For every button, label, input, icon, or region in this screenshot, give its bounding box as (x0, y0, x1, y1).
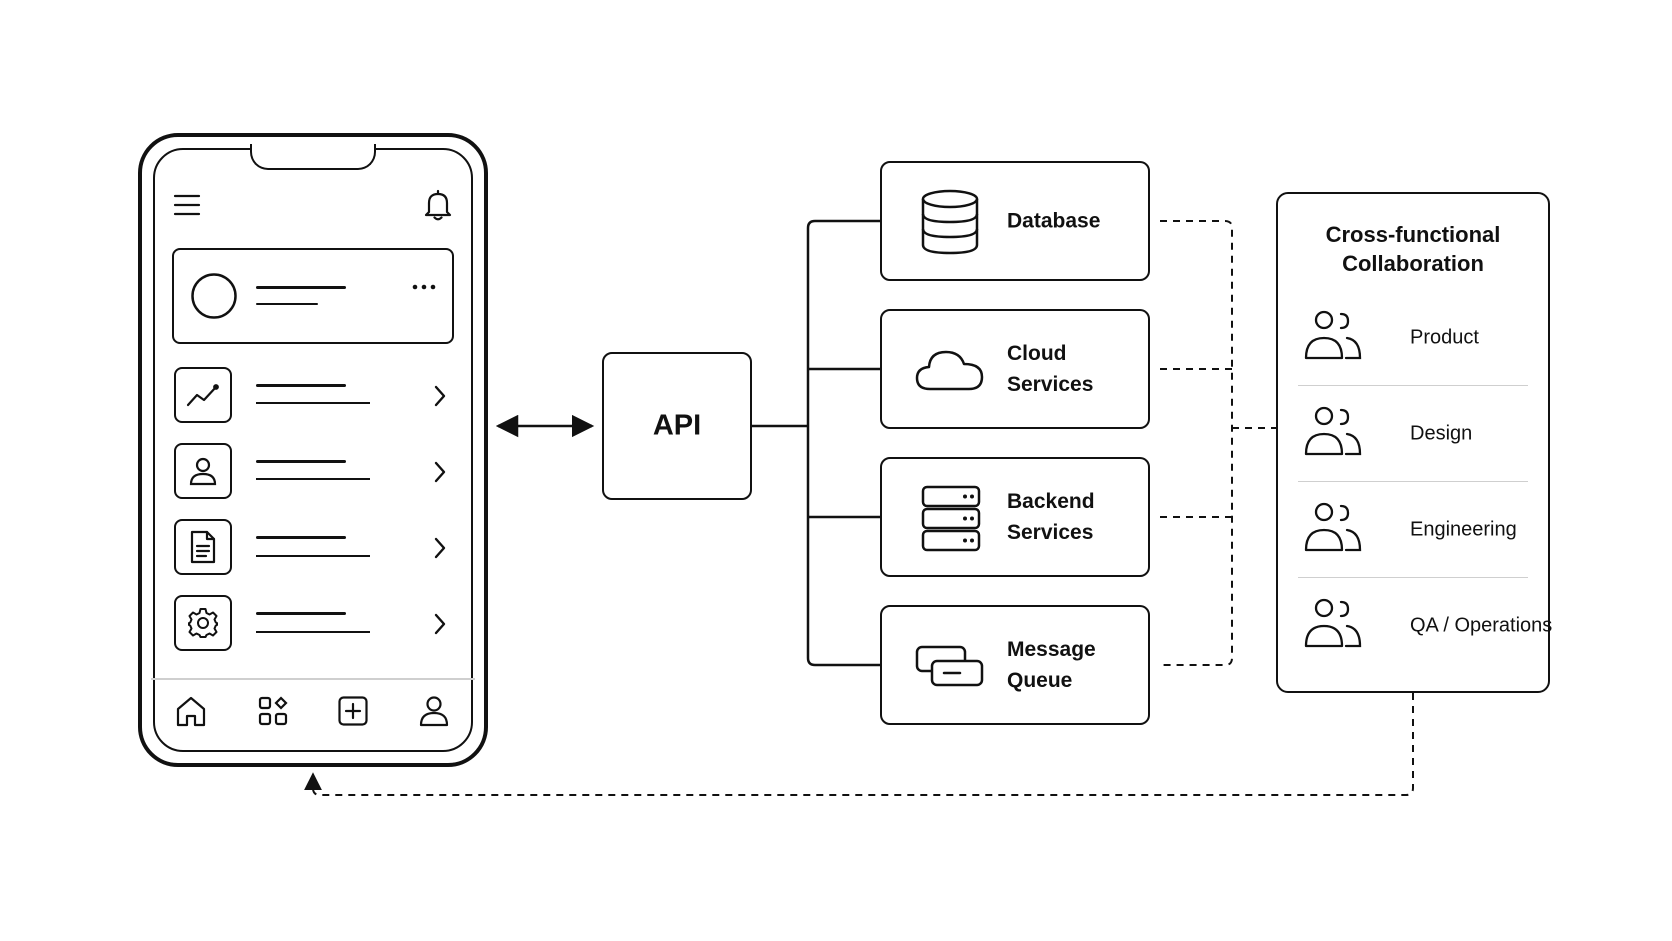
service-database: Database (880, 161, 1150, 281)
team-engineering: Engineering (1298, 482, 1528, 578)
list-line-primary-1 (256, 384, 346, 387)
more-dots-icon[interactable] (410, 280, 438, 294)
document-icon (190, 530, 216, 564)
service-label: Cloud Services (1007, 342, 1094, 396)
service-label: Backend Services (1007, 490, 1095, 544)
api-label: API (652, 409, 702, 442)
list-line-primary-2 (256, 460, 346, 463)
api-node: API (602, 352, 752, 500)
services-collab-dashed (1160, 220, 1276, 666)
profile-icon[interactable] (417, 694, 451, 728)
service-label: Database (1007, 209, 1101, 233)
list-line-primary-3 (256, 536, 346, 539)
list-line-secondary-3 (256, 555, 370, 557)
chevron-right-icon[interactable] (432, 383, 448, 409)
team-icon (1304, 406, 1362, 456)
list-item-document[interactable] (174, 519, 232, 575)
team-label: QA / Operations (1410, 614, 1553, 637)
team-label: Product (1410, 326, 1479, 349)
menu-icon[interactable] (172, 192, 202, 218)
team-divider (1298, 385, 1528, 386)
tab-bar-divider (151, 678, 475, 680)
chevron-right-icon[interactable] (432, 459, 448, 485)
list-line-secondary-2 (256, 478, 370, 480)
service-backend: Backend Services (880, 457, 1150, 577)
service-message-queue: Message Queue (880, 605, 1150, 725)
server-icon (921, 485, 981, 552)
service-label: Message Queue (1007, 638, 1096, 692)
bell-icon[interactable] (422, 188, 454, 222)
collaboration-panel: Cross-functional Collaboration Product D… (1276, 192, 1552, 693)
profile-card[interactable] (172, 248, 454, 344)
api-services-bracket (752, 219, 880, 667)
home-icon[interactable] (174, 694, 208, 728)
phone-notch (250, 144, 376, 170)
service-cloud: Cloud Services (880, 309, 1150, 429)
apps-grid-icon[interactable] (256, 694, 290, 728)
chevron-right-icon[interactable] (432, 535, 448, 561)
list-item-settings[interactable] (174, 595, 232, 651)
list-line-secondary-1 (256, 402, 370, 404)
profile-name-placeholder (256, 286, 346, 289)
team-qa-operations: QA / Operations (1298, 578, 1552, 674)
team-icon (1304, 598, 1362, 648)
chevron-right-icon[interactable] (432, 611, 448, 637)
avatar-circle-icon (191, 273, 237, 319)
team-icon (1304, 310, 1362, 360)
list-line-secondary-4 (256, 631, 370, 633)
profile-subtitle-placeholder (256, 303, 318, 305)
message-queue-icon (915, 645, 984, 687)
team-icon (1304, 502, 1362, 552)
list-item-analytics[interactable] (174, 367, 232, 423)
database-icon (921, 189, 979, 255)
collaboration-title: Cross-functional Collaboration (1325, 222, 1501, 276)
feedback-loop-dashed (304, 693, 1414, 796)
list-item-user[interactable] (174, 443, 232, 499)
gear-icon (188, 608, 218, 638)
list-line-primary-4 (256, 612, 346, 615)
team-product: Product (1298, 290, 1528, 386)
cloud-icon (915, 350, 984, 391)
add-square-icon[interactable] (336, 694, 370, 728)
team-design: Design (1298, 386, 1528, 482)
team-label: Design (1410, 422, 1473, 445)
team-label: Engineering (1410, 518, 1517, 541)
team-divider (1298, 577, 1528, 578)
user-icon (189, 457, 217, 486)
trend-chart-icon (186, 384, 219, 407)
team-divider (1298, 481, 1528, 482)
